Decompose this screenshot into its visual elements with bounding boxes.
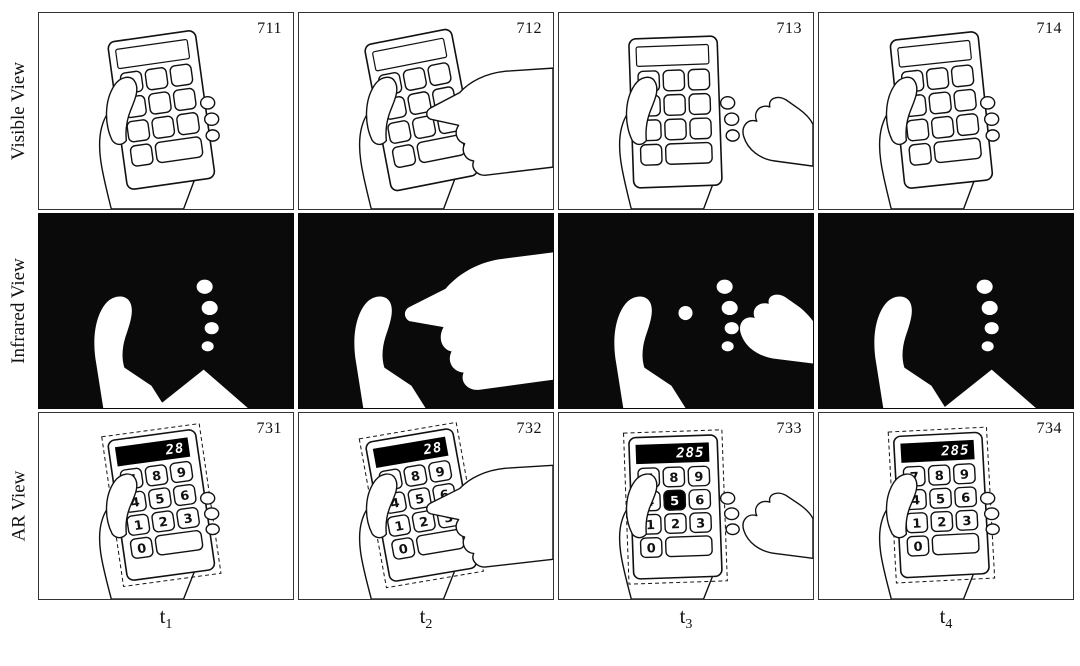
time-label-t4: t4: [939, 604, 953, 633]
calculator-display: [114, 437, 191, 467]
visible-view-illustration-t4: [878, 13, 1000, 209]
panel-visible-t2: 712: [298, 12, 554, 210]
panel-infrared-t1: [38, 213, 294, 409]
key-5: 5: [414, 492, 426, 508]
ar-view-illustration-t4: 285 7 8 9 4 5 6 1 2 3 0: [878, 426, 1000, 599]
figure-ref-734: 734: [1036, 420, 1062, 437]
panel-ar-t2: 28 7 8 9 4 5 6 1 2 3 0: [298, 412, 554, 600]
panel-ar-t4: 285 7 8 9 4 5 6 1 2 3 0: [818, 412, 1074, 600]
figure-ref-731: 731: [256, 420, 282, 437]
key-5: 5: [936, 492, 946, 507]
key-3: 3: [696, 516, 706, 531]
key-8: 8: [669, 471, 679, 486]
infrared-view-illustration-t2: [299, 214, 553, 408]
ar-view-illustration-t1: 28 7 8 9 4 5 6 1 2 3 0: [98, 423, 222, 599]
key-8: 8: [151, 469, 162, 485]
key-0: 0: [136, 541, 147, 557]
figure-ref-733: 733: [776, 420, 802, 437]
row-label-visible-view: Visible View: [2, 12, 36, 210]
key-6: 6: [961, 491, 971, 506]
ar-view-illustration-t2: 28 7 8 9 4 5 6 1 2 3 0: [358, 421, 553, 599]
display-value: 28: [421, 440, 443, 459]
figure-ref-732: 732: [516, 420, 542, 437]
row-label-infrared-view: Infrared View: [2, 213, 36, 409]
panel-infrared-t4: [818, 213, 1074, 409]
calculator-display: [372, 436, 449, 468]
panel-infrared-t3: [558, 213, 814, 409]
key-4: 4: [130, 495, 141, 511]
fingertips: [719, 95, 740, 142]
pressed-key-5: [663, 489, 687, 511]
ir-background: [39, 214, 293, 408]
panel-visible-t1: 711: [38, 12, 294, 210]
ar-view-illustration-t3: 285 7 8 9 4 5 6 1 2 3 0: [618, 429, 813, 599]
key-9: 9: [960, 468, 970, 483]
key-4: 4: [389, 496, 401, 512]
key-3: 3: [962, 514, 972, 529]
key-9: 9: [694, 470, 704, 485]
key-6: 6: [179, 489, 190, 505]
key-3: 3: [443, 511, 455, 527]
infrared-view-illustration-t1: [39, 214, 293, 408]
key-2: 2: [158, 515, 169, 531]
calculator-display: [635, 442, 710, 465]
key-8: 8: [410, 469, 422, 485]
key-3: 3: [183, 512, 194, 528]
time-label-t1: t1: [159, 604, 173, 633]
time-label-t2: t2: [419, 604, 433, 633]
visible-view-illustration-t1: [98, 13, 220, 209]
panel-ar-t1: 28 7 8 9 4 5 6 1 2 3 0: [38, 412, 294, 600]
ir-background: [819, 214, 1073, 408]
row-label-ar-view: AR View: [2, 412, 36, 600]
key-2: 2: [418, 515, 430, 531]
key-0: 0: [647, 541, 657, 556]
key-6: 6: [695, 493, 705, 508]
key-1: 1: [133, 518, 144, 534]
key-1: 1: [912, 517, 922, 532]
visible-view-illustration-t3: [618, 13, 813, 209]
visible-view-illustration-t2: [358, 13, 553, 209]
panel-visible-t3: 713: [558, 12, 814, 210]
figure-ref-712: 712: [516, 20, 542, 37]
key-1: 1: [646, 518, 656, 533]
key-1: 1: [394, 519, 406, 535]
panel-infrared-t2: [298, 213, 554, 409]
ar-calculator: 285 7 8 9 4 5 6 1 2 3 0: [623, 429, 728, 585]
key-2: 2: [671, 517, 681, 532]
infrared-view-illustration-t3: [559, 214, 813, 408]
key-5-pressed: 5: [670, 494, 680, 509]
row-label-text: Infrared View: [8, 258, 30, 364]
display-value: 285: [940, 442, 970, 459]
row-label-text: Visible View: [8, 61, 30, 161]
ar-calculator: 28 7 8 9 4 5 6 1 2 3 0: [101, 423, 222, 588]
key-0: 0: [913, 540, 923, 555]
display-value: 285: [675, 445, 705, 462]
key-5: 5: [155, 492, 166, 508]
time-label-t3: t3: [679, 604, 693, 633]
curled-hand: [742, 492, 813, 560]
time-axis-labels: t1 t2 t3 t4: [38, 604, 1074, 633]
panel-ar-t3: 285 7 8 9 4 5 6 1 2 3 0: [558, 412, 814, 600]
key-9: 9: [176, 465, 187, 481]
figure-ref-711: 711: [257, 20, 282, 37]
figure-ref-714: 714: [1036, 20, 1062, 37]
row-label-text: AR View: [8, 470, 30, 542]
display-value: 28: [164, 440, 186, 458]
curled-hand: [742, 96, 813, 167]
key-0: 0: [398, 542, 410, 558]
figure-ref-713: 713: [776, 20, 802, 37]
panel-grid: 711 712 713: [38, 12, 1074, 600]
calculator-display: [900, 439, 975, 463]
key-8: 8: [934, 469, 944, 484]
fingertips: [719, 491, 740, 536]
fingertip-press-dot: [678, 305, 693, 321]
key-9: 9: [435, 465, 447, 481]
key-2: 2: [937, 515, 947, 530]
panel-visible-t4: 714: [818, 12, 1074, 210]
infrared-view-illustration-t4: [819, 214, 1073, 408]
row-labels: Visible View Infrared View AR View: [2, 12, 36, 600]
key-4: 4: [911, 493, 921, 508]
